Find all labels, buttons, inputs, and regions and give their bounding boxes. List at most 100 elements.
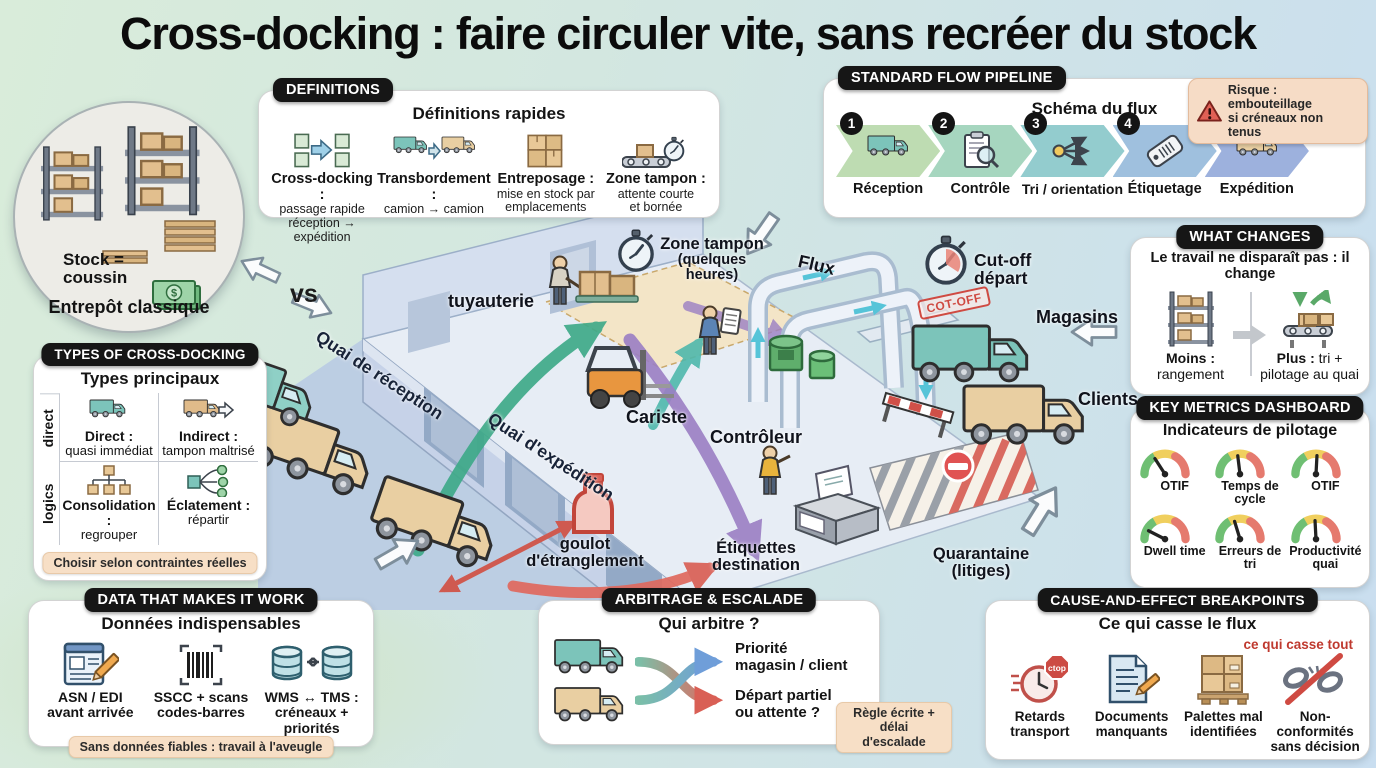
data-sscc: SSCC + scans codes-barres	[146, 640, 257, 736]
arbitrage-title: Qui arbitre ?	[658, 614, 760, 633]
arbitrage-body: Priorité magasin / client Départ partiel…	[539, 634, 879, 724]
stacked-boxes-icon	[491, 130, 601, 172]
what-changes-body: Moins : rangement Plus : tri + pilotage …	[1131, 290, 1369, 382]
data-panel: DATA THAT MAKES IT WORK Données indispen…	[28, 588, 374, 758]
truck-icon	[554, 639, 624, 674]
bp-documents: Documents manquants	[1086, 650, 1178, 755]
warehouse-scene: Zone tampon (quelques heures) tuyauterie…	[258, 190, 1140, 610]
metrics-title: Indicateurs de pilotage	[1162, 422, 1338, 439]
purple-flow-arrow	[623, 333, 763, 563]
warning-icon	[1197, 100, 1222, 122]
type-eclatement: Éclatement : répartir	[159, 462, 258, 545]
data-title: Données indispensables	[101, 614, 301, 633]
barcode-icon	[146, 640, 257, 690]
types-note: Choisir selon contraintes réelles	[42, 552, 258, 574]
entrepot-classique-label: Entrepôt classique	[48, 297, 210, 317]
pallet-boxes-icon	[1178, 650, 1270, 706]
truck-to-truck-icon	[377, 130, 491, 172]
classic-warehouse-illustration: $	[39, 125, 216, 310]
stock-coussin-label: Stock = coussin	[63, 250, 128, 287]
type-direct: Direct : quasi immédiat	[60, 393, 159, 463]
truck-icon	[62, 395, 156, 429]
split-circles-icon	[161, 464, 256, 498]
cutoff-label: Cut-off départ	[974, 250, 1032, 288]
document-pencil-icon	[35, 640, 146, 690]
recycle-bins	[768, 334, 836, 380]
pipeline-title: Schéma du flux	[1031, 99, 1158, 118]
arbitrage-option-1: Priorité magasin / client	[735, 640, 848, 674]
types-side-direct: direct	[40, 393, 60, 463]
truck-arrow-icon	[161, 395, 256, 429]
step-tri: 3 Tri / orientation	[1020, 112, 1125, 197]
bottleneck-arrow	[438, 520, 578, 593]
definition-entreposage: Entreposage : mise en stock par emplacem…	[491, 130, 601, 245]
pipeline-tag: STANDARD FLOW PIPELINE	[838, 66, 1066, 90]
truck-icon	[554, 687, 624, 722]
controller-figure	[699, 305, 742, 355]
metric-otif-2: OTIF	[1288, 444, 1363, 506]
what-changes-title: Le travail ne disparaît pas : il change	[1150, 250, 1350, 282]
data-note: Sans données fiables : travail à l'aveug…	[68, 736, 334, 758]
page-title: Cross-docking : faire circuler vite, san…	[120, 8, 1257, 59]
data-items: ASN / EDI avant arrivée SSCC + scans cod…	[29, 640, 373, 736]
arbitrage-options: Priorité magasin / client Départ partiel…	[735, 640, 848, 721]
breakpoints-panel: CAUSE-AND-EFFECT BREAKPOINTS Ce qui cass…	[985, 588, 1370, 760]
hierarchy-icon	[62, 464, 156, 498]
breakpoints-annotation: ce qui casse tout	[1243, 637, 1353, 652]
gauge-icon	[1212, 444, 1268, 480]
what-changes-less: Moins : rangement	[1131, 290, 1250, 382]
types-side-logics: logics	[40, 462, 60, 546]
svg-text:ctop: ctop	[1048, 663, 1066, 673]
arbitrage-option-2: Départ partiel ou attente ?	[735, 687, 832, 721]
etiquettes-label: Étiquettes destination	[711, 539, 800, 574]
controller-figure-2	[759, 445, 791, 495]
magasins-label: Magasins	[1036, 307, 1119, 327]
bp-nonconformites: Non-conformités sans décision	[1269, 650, 1361, 755]
type-consolidation: Consolidation : regrouper	[60, 462, 159, 546]
pallet-stack	[164, 220, 216, 252]
types-tag: TYPES OF CROSS-DOCKING	[41, 343, 259, 366]
missing-document-icon	[1086, 650, 1178, 706]
small-pallet	[102, 250, 148, 264]
bp-palettes: Palettes mal identifiées	[1178, 650, 1270, 755]
teal-flow-arrow	[648, 335, 704, 430]
conveyor-timer-icon	[601, 130, 711, 172]
type-indirect: Indirect : tampon maltrisé	[159, 393, 258, 463]
crossing-arrows	[635, 647, 724, 715]
definitions-tag: DEFINITIONS	[273, 78, 394, 102]
metrics-panel: KEY METRICS DASHBOARD Indicateurs de pil…	[1130, 396, 1370, 588]
step-reception: 1 Réception	[836, 112, 941, 197]
clock-delay-icon: ctop	[994, 650, 1086, 706]
cutoff-stopwatch-icon	[925, 234, 967, 285]
types-title: Types principaux	[80, 369, 220, 388]
bp-retards: ctop Retards transport	[994, 650, 1086, 755]
gauge-icon	[1137, 444, 1193, 480]
definition-cross-docking: Cross-docking : passage rapide réception…	[267, 130, 377, 245]
what-changes-panel: WHAT CHANGES Le travail ne disparaît pas…	[1130, 225, 1370, 395]
data-wms-tms: WMS ↔ TMS : créneaux + priorités	[256, 640, 367, 736]
buffer-worker	[549, 255, 639, 305]
broken-chain-icon	[1269, 650, 1361, 706]
clipboard-check-icon	[964, 131, 1000, 169]
definitions-items: Cross-docking : passage rapide réception…	[259, 130, 719, 245]
definitions-panel: DEFINITIONS Définitions rapides Cross-do…	[258, 78, 720, 244]
truck-to-magasins	[911, 324, 1029, 383]
gauge-icon	[1212, 509, 1268, 545]
definitions-title: Définitions rapides	[412, 104, 566, 123]
arbitrage-trucks	[553, 638, 631, 724]
what-changes-tag: WHAT CHANGES	[1176, 225, 1324, 249]
truck-icon	[867, 135, 909, 156]
risk-text: Risque : embouteillage si créneaux non t…	[1227, 83, 1324, 139]
vs-label: vs	[290, 280, 318, 308]
databases-sync-icon	[256, 640, 367, 690]
definition-zone-tampon: Zone tampon : attente courte et bornée	[601, 130, 711, 245]
types-panel: TYPES OF CROSS-DOCKING Types principaux …	[33, 343, 267, 581]
back-door-2	[408, 291, 450, 353]
breakpoints-items: ctop Retards transport	[986, 650, 1369, 755]
breakpoints-tag: CAUSE-AND-EFFECT BREAKPOINTS	[1037, 588, 1318, 612]
gauge-icon	[1288, 444, 1344, 480]
arbitrage-tag: ARBITRAGE & ESCALADE	[601, 588, 817, 612]
metrics-tag: KEY METRICS DASHBOARD	[1136, 396, 1364, 420]
data-tag: DATA THAT MAKES IT WORK	[84, 588, 318, 612]
svg-text:$: $	[171, 288, 177, 300]
